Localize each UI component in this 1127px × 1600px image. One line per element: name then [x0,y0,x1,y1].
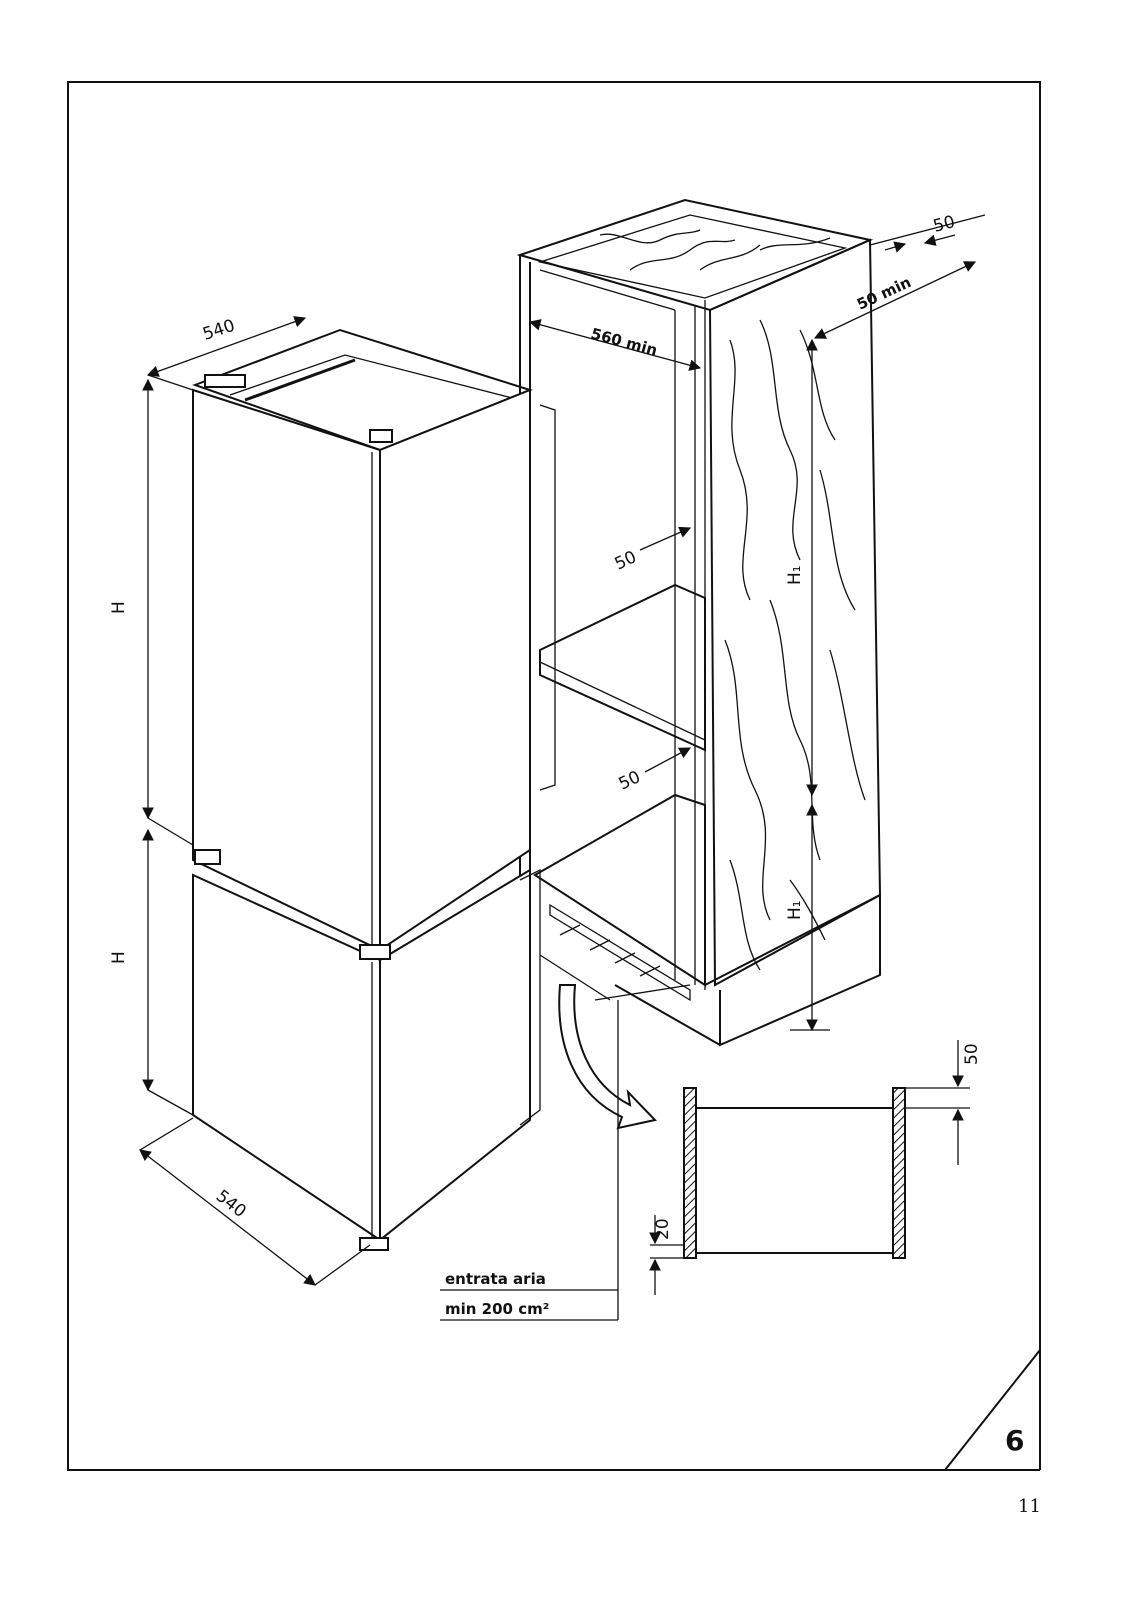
air-inlet-area: min 200 cm² [445,1300,549,1318]
air-inlet-label: entrata aria [445,1270,546,1288]
dim-niche-height-lower: H₁ [785,900,805,920]
page-frame [67,81,1041,1471]
dim-bottom-width: 540 [212,1186,250,1222]
air-inlet-callout: entrata aria min 200 cm² [440,1000,619,1321]
figure-number: 6 [1005,1424,1024,1457]
dim-top-width: 540 [200,316,237,345]
page-number: 11 [1018,1496,1041,1517]
airflow-arrow-icon [558,984,657,1130]
dim-vent-bottom: 20 [653,1218,673,1240]
dim-niche-width: 560 min [589,324,659,359]
dim-side-gap-upper: 50 [612,547,640,574]
cabinet-niche [516,198,882,1047]
dim-top-gap: 50 [931,212,957,237]
fridge-unit [192,328,556,1251]
dim-side-gap-lower: 50 [616,767,644,794]
dim-top-depth: 50 min [854,273,914,314]
dim-lower-height: H [109,951,129,964]
vent-section-detail: 50 20 [649,1040,982,1295]
dim-upper-height: H [109,601,129,614]
dim-vent-top: 50 [962,1043,982,1065]
dim-niche-height-upper: H₁ [785,565,805,585]
